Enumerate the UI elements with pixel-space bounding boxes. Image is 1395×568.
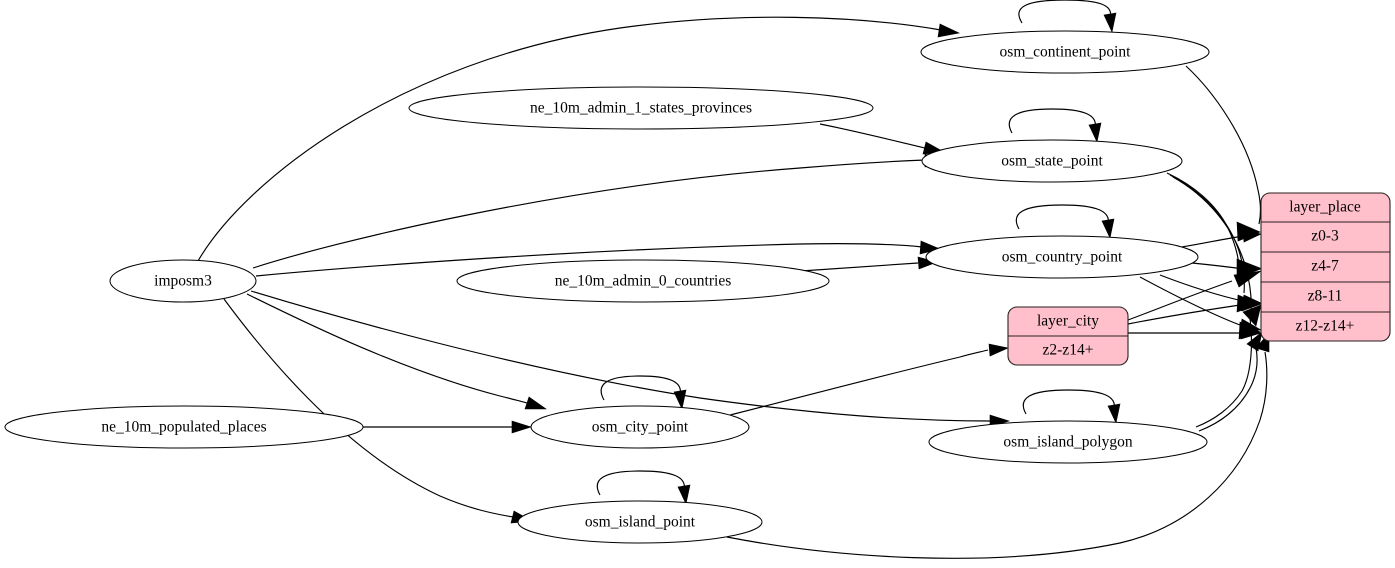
layer-city-row-z2-z14[interactable]: z2-z14+ — [1043, 342, 1094, 359]
node-osm-island-point-label: osm_island_point — [585, 514, 696, 531]
edge-osm-continent-point-to-layer-place-z0-3 — [1185, 65, 1261, 242]
selfloop-osm-island-polygon — [1022, 389, 1121, 424]
node-osm-city-point-label: osm_city_point — [592, 419, 689, 436]
selfloop-osm-state-point — [1008, 108, 1102, 143]
edge-osm-island-polygon-to-layer-place-z12-z14 — [1198, 331, 1263, 432]
layer-place-row-z4-7[interactable]: z4-7 — [1311, 258, 1339, 275]
edge-osm-island-polygon-to-layer-place-z8-11 — [1195, 304, 1262, 428]
edge-imposm3-to-osm-state-point — [252, 153, 945, 269]
layer-place-row-z8-11[interactable]: z8-11 — [1308, 288, 1343, 305]
edge-imposm3-to-osm-city-point — [246, 293, 547, 410]
layer-city-header: layer_city — [1037, 313, 1099, 330]
node-osm-state-point[interactable]: osm_state_point — [921, 139, 1183, 183]
edge-ne-countries-to-osm-country-point — [800, 256, 938, 272]
node-ne-10m-populated-places[interactable]: ne_10m_populated_places — [4, 405, 364, 449]
layer-place-row-z12-z14[interactable]: z12-z14+ — [1296, 318, 1355, 335]
edge-ne-states-to-osm-state-point — [819, 123, 945, 155]
selfloop-osm-country-point — [1015, 204, 1115, 239]
node-ne-countries-label: ne_10m_admin_0_countries — [555, 273, 732, 290]
edge-osm-state-point-to-layer-place-z8-11 — [1169, 174, 1261, 313]
node-layer-city[interactable]: layer_city z2-z14+ — [1007, 306, 1129, 366]
node-osm-continent-point-label: osm_continent_point — [1000, 44, 1132, 61]
edge-ne-populated-to-osm-city-point — [363, 420, 532, 434]
node-ne-10m-admin-0-countries[interactable]: ne_10m_admin_0_countries — [456, 259, 830, 303]
node-imposm3[interactable]: imposm3 — [109, 259, 257, 303]
selfloop-osm-city-point — [600, 375, 687, 410]
selfloop-osm-continent-point — [1018, 0, 1117, 33]
edge-osm-city-point-to-layer-city — [729, 343, 1009, 416]
edge-osm-country-point-to-layer-place-z0-3 — [1181, 229, 1262, 248]
edge-layer-city-to-layer-place-z12-z14 — [1127, 326, 1263, 340]
node-osm-city-point[interactable]: osm_city_point — [530, 405, 750, 449]
node-osm-country-point-label: osm_country_point — [1002, 249, 1123, 266]
node-osm-country-point[interactable]: osm_country_point — [925, 235, 1199, 279]
selfloop-osm-island-point — [596, 470, 691, 505]
node-osm-island-polygon[interactable]: osm_island_polygon — [928, 420, 1208, 464]
layer-place-header: layer_place — [1289, 199, 1361, 216]
edge-layer-city-to-layer-place-z8-11 — [1127, 298, 1263, 325]
node-osm-island-polygon-label: osm_island_polygon — [1003, 434, 1132, 451]
node-ne-states-label: ne_10m_admin_1_states_provinces — [530, 100, 752, 117]
edge-imposm3-to-osm-continent-point — [197, 16, 960, 262]
node-layer: imposm3 ne_10m_admin_1_states_provinces … — [4, 30, 1391, 544]
node-osm-island-point[interactable]: osm_island_point — [517, 500, 763, 544]
edge-layer-city-to-layer-place-z4-7 — [1127, 270, 1262, 321]
node-layer-place[interactable]: layer_place z0-3 z4-7 z8-11 z12-z14+ — [1260, 192, 1391, 342]
node-osm-state-point-label: osm_state_point — [1001, 153, 1103, 170]
node-osm-continent-point[interactable]: osm_continent_point — [920, 30, 1210, 74]
node-ne-populated-label: ne_10m_populated_places — [101, 419, 266, 436]
node-imposm3-label: imposm3 — [154, 273, 212, 290]
node-ne-10m-admin-1-states-provinces[interactable]: ne_10m_admin_1_states_provinces — [408, 86, 874, 130]
layer-place-row-z0-3[interactable]: z0-3 — [1311, 228, 1339, 245]
